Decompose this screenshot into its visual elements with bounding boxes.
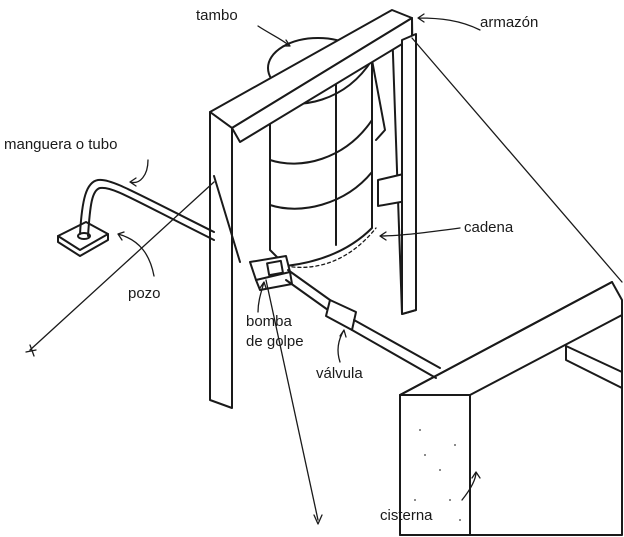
label-cisterna: cisterna xyxy=(380,507,433,524)
pointer-arrows xyxy=(117,13,481,501)
label-tambo: tambo xyxy=(196,7,238,24)
label-valvula: válvula xyxy=(316,365,363,382)
cistern xyxy=(399,281,623,536)
label-bomba: bomba xyxy=(246,313,292,330)
label-armazon: armazón xyxy=(480,14,539,31)
label-manguera-o-tubo: manguera o tubo xyxy=(4,136,118,153)
label-cadena: cadena xyxy=(464,219,514,236)
label-pozo: pozo xyxy=(128,285,161,302)
hose-and-well xyxy=(57,178,215,257)
label-de-golpe: de golpe xyxy=(246,333,304,350)
guide-lines xyxy=(25,37,623,525)
frame-front xyxy=(209,9,417,409)
pump-and-pipe xyxy=(213,175,441,379)
